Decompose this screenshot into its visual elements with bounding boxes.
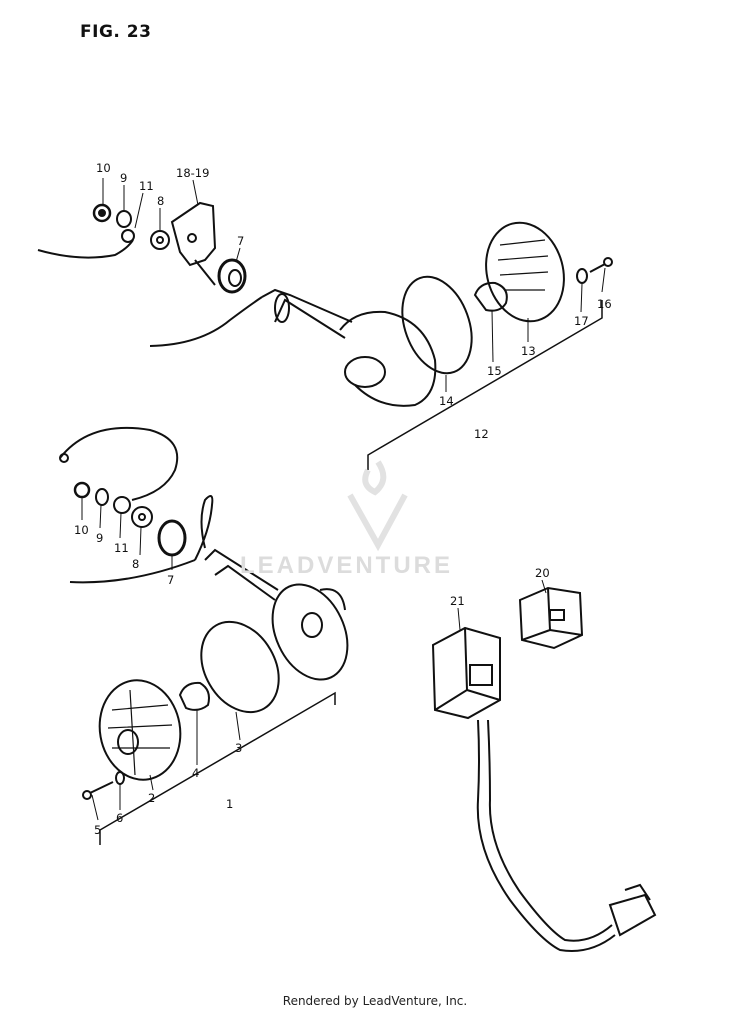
callout-10-lower: 10 bbox=[74, 523, 89, 537]
callout-5: 5 bbox=[94, 823, 101, 837]
callout-7-upper: 7 bbox=[237, 234, 244, 248]
callout-3: 3 bbox=[235, 741, 242, 755]
callout-13: 13 bbox=[521, 344, 536, 358]
lens-13 bbox=[485, 221, 565, 323]
gasket-14 bbox=[401, 275, 473, 375]
callout-8-upper: 8 bbox=[157, 194, 164, 208]
lower-loop-wire bbox=[59, 426, 179, 501]
leader-lines bbox=[81, 178, 606, 821]
lower-lead-wire bbox=[69, 559, 196, 584]
callout-9-lower: 9 bbox=[96, 531, 103, 545]
callout-11-lower: 11 bbox=[114, 541, 129, 555]
washer-8-upper bbox=[150, 230, 170, 250]
washer-6 bbox=[115, 771, 125, 785]
screw-5 bbox=[89, 781, 114, 794]
callout-16: 16 bbox=[597, 297, 612, 311]
callout-2: 2 bbox=[148, 791, 155, 805]
washer-17 bbox=[576, 268, 588, 284]
nut-10-lower bbox=[73, 481, 91, 499]
callout-1: 1 bbox=[226, 797, 233, 811]
lower-turn-signal-assembly bbox=[59, 426, 349, 845]
wire-harness bbox=[476, 719, 616, 952]
ring-terminal-11-lower bbox=[113, 496, 131, 514]
watermark-logo bbox=[347, 460, 408, 552]
bulb-4 bbox=[178, 681, 210, 711]
washer-8-lower bbox=[131, 506, 153, 528]
washer-9-lower bbox=[95, 488, 109, 506]
upper-lead-wire bbox=[149, 296, 263, 347]
flasher-relay-20 bbox=[518, 586, 584, 650]
gasket-3 bbox=[200, 620, 280, 714]
figure-title: FIG. 23 bbox=[80, 22, 152, 42]
footer-credit: Rendered by LeadVenture, Inc. bbox=[282, 994, 468, 1008]
upper-wire bbox=[37, 239, 134, 259]
relay-21-with-harness bbox=[431, 626, 657, 952]
callout-18-19: 18-19 bbox=[176, 166, 209, 180]
callout-11-upper: 11 bbox=[139, 179, 154, 193]
callout-10-upper: 10 bbox=[96, 161, 111, 175]
callout-21: 21 bbox=[450, 594, 465, 608]
lens-2 bbox=[98, 679, 182, 781]
lower-housing bbox=[271, 583, 349, 681]
callout-15: 15 bbox=[487, 364, 502, 378]
harness-connector bbox=[608, 893, 657, 937]
bulb-15 bbox=[473, 281, 508, 312]
upper-turn-signal-assembly bbox=[37, 201, 613, 470]
bracket-18-19 bbox=[170, 201, 217, 267]
washer-9-upper bbox=[116, 210, 132, 228]
callout-20: 20 bbox=[535, 566, 550, 580]
nut-10-upper bbox=[92, 203, 112, 223]
grommet-7-upper bbox=[217, 258, 247, 294]
callout-9-upper: 9 bbox=[120, 171, 127, 185]
upper-housing bbox=[339, 310, 437, 407]
screw-16 bbox=[589, 263, 606, 273]
callout-14: 14 bbox=[439, 394, 454, 408]
callout-17: 17 bbox=[574, 314, 589, 328]
grommet-7-lower bbox=[157, 519, 187, 557]
callout-12: 12 bbox=[474, 427, 489, 441]
watermark-text: LEADVENTURE bbox=[240, 552, 454, 579]
upper-ring-terminal bbox=[121, 229, 135, 243]
callout-7-lower: 7 bbox=[167, 573, 174, 587]
callout-labels: 10 9 11 8 18-19 7 16 17 13 15 14 12 10 9… bbox=[74, 161, 612, 837]
callout-8-lower: 8 bbox=[132, 557, 139, 571]
callout-6: 6 bbox=[116, 811, 123, 825]
callout-4: 4 bbox=[192, 766, 199, 780]
